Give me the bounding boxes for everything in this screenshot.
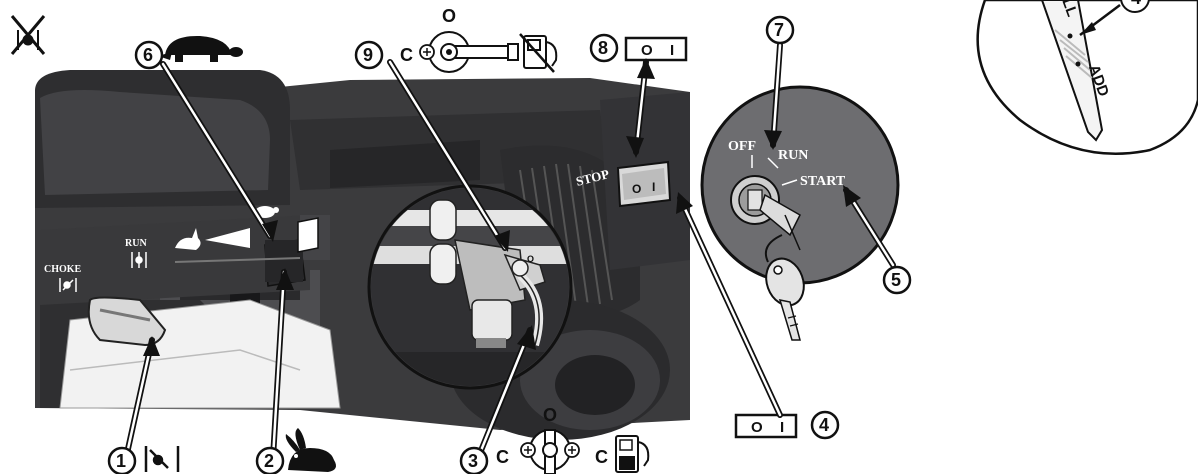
svg-text:7: 7 — [774, 20, 784, 40]
callout-7: 7 — [765, 15, 795, 45]
svg-text:1: 1 — [116, 451, 126, 471]
key-icon — [764, 234, 805, 341]
callout-9: 9 — [354, 40, 384, 70]
rocker-switch-icon-bottom: O I — [734, 413, 798, 439]
no-choke-icon — [10, 15, 46, 55]
dipstick-icon — [1040, 0, 1104, 142]
callout-5: 5 — [882, 265, 912, 295]
no-fuel-can-icon — [519, 33, 558, 73]
fuel-valve-top-closed: C — [400, 45, 413, 65]
dipstick-callout: 4 — [1131, 0, 1141, 8]
engine-rocker-switch: O I — [616, 160, 672, 208]
fuel-valve-magnifier: O — [367, 184, 573, 390]
rocker-bottom-off: O — [751, 419, 763, 436]
run-icon — [131, 252, 147, 268]
rocker-bottom-on: I — [780, 419, 784, 436]
rabbit-icon — [285, 428, 336, 472]
svg-text:4: 4 — [819, 415, 829, 435]
key-run-label: RUN — [778, 148, 808, 163]
choke-label: CHOKE — [44, 264, 82, 275]
fuel-valve-top-open: O — [442, 6, 456, 26]
dipstick-full-label: LL — [1058, 0, 1080, 19]
fuel-can-icon — [615, 435, 650, 473]
callout-8: 8 — [589, 33, 619, 63]
svg-text:O: O — [527, 254, 534, 264]
svg-text:3: 3 — [468, 451, 478, 471]
fuel-valve-icon-bottom: O C C — [496, 405, 608, 474]
turtle-icon — [158, 35, 243, 62]
choke-closed-icon — [59, 278, 77, 292]
svg-text:2: 2 — [264, 451, 274, 471]
key-start-label: START — [800, 174, 846, 189]
svg-text:6: 6 — [143, 45, 153, 65]
key-switch-magnifier: OFF RUN START — [700, 85, 900, 285]
key-off-label: OFF — [728, 139, 756, 154]
dipstick-magnifier: LL ADD 4 — [976, 0, 1198, 155]
engine-body: O I — [35, 70, 690, 440]
svg-text:O: O — [632, 182, 641, 196]
callout-4: 4 — [810, 410, 840, 440]
leader-lines — [123, 42, 896, 461]
svg-text:9: 9 — [363, 45, 373, 65]
callout-2: 2 — [255, 446, 285, 474]
fuel-valve-bottom-open: O — [543, 405, 557, 425]
svg-text:5: 5 — [891, 270, 901, 290]
choke-bottom-icon — [144, 446, 180, 472]
rocker-switch-icon-top: O I — [624, 36, 688, 62]
fuel-valve-icon-top: O C — [400, 6, 519, 73]
svg-text:8: 8 — [598, 38, 608, 58]
callout-3: 3 — [459, 446, 489, 474]
fuel-valve-bottom-c1: C — [496, 447, 509, 467]
fuel-valve-bottom-c2: C — [595, 447, 608, 467]
callout-6: 6 — [134, 40, 164, 70]
callout-1: 1 — [107, 446, 137, 474]
rocker-top-off: O — [641, 42, 653, 59]
rocker-top-on: I — [670, 42, 674, 59]
rabbit-panel-icon — [175, 228, 201, 250]
svg-text:I: I — [652, 180, 655, 194]
run-label: RUN — [125, 238, 147, 249]
